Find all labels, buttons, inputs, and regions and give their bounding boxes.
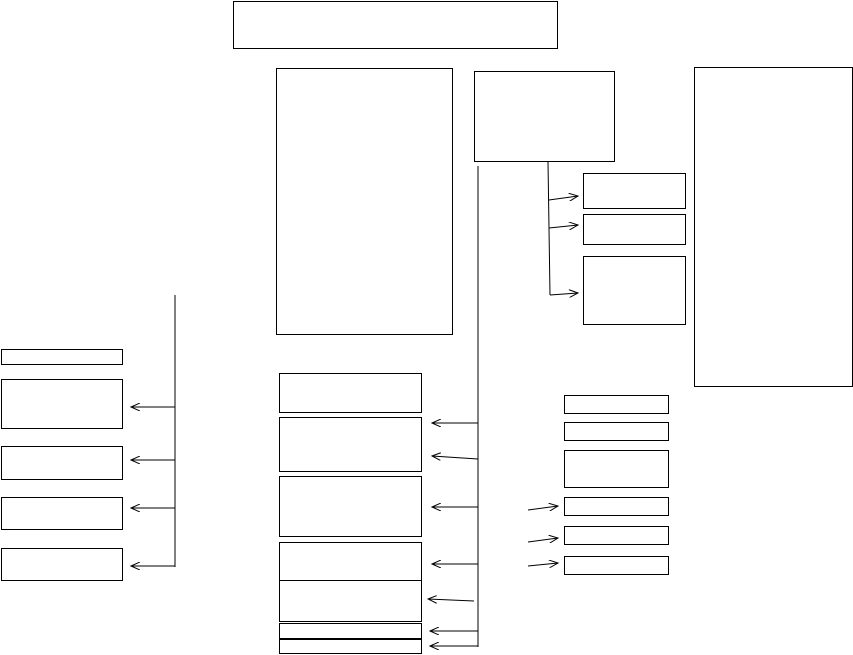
hub-branch-arrow-1 xyxy=(548,196,578,200)
hub-branch-arrow-3 xyxy=(549,293,578,295)
left-box-1 xyxy=(1,379,123,429)
right-box-6 xyxy=(564,556,669,575)
center-box-4 xyxy=(279,542,422,581)
center-arrow-5 xyxy=(428,599,475,601)
right-box-5 xyxy=(564,526,669,545)
center-box-5 xyxy=(279,580,422,622)
left-header-box xyxy=(1,349,123,365)
hub-branch-trunk xyxy=(547,161,551,296)
center-box-7 xyxy=(279,639,422,654)
right-box-4 xyxy=(564,497,669,516)
right-arrow-2 xyxy=(527,538,558,542)
hub-branch-arrow-2 xyxy=(548,225,578,228)
hub-box xyxy=(474,71,615,162)
center-arrow-2 xyxy=(432,456,479,459)
right-box-1 xyxy=(564,395,669,414)
hub-child-box-2 xyxy=(583,214,686,245)
left-box-4 xyxy=(1,548,123,581)
center-box-3 xyxy=(279,476,422,537)
right-arrow-3 xyxy=(527,563,558,566)
right-arrow-1 xyxy=(527,506,558,510)
center-box-2 xyxy=(279,417,422,472)
right-panel-box xyxy=(694,67,853,387)
hub-child-box-3 xyxy=(583,256,686,325)
left-box-2 xyxy=(1,446,123,480)
center-panel-box xyxy=(276,68,453,335)
center-box-1 xyxy=(279,373,422,413)
right-box-3 xyxy=(564,450,669,488)
center-box-6 xyxy=(279,623,422,639)
right-box-2 xyxy=(564,422,669,441)
hub-child-box-1 xyxy=(583,173,686,209)
title-box xyxy=(233,1,558,49)
left-box-3 xyxy=(1,497,123,530)
